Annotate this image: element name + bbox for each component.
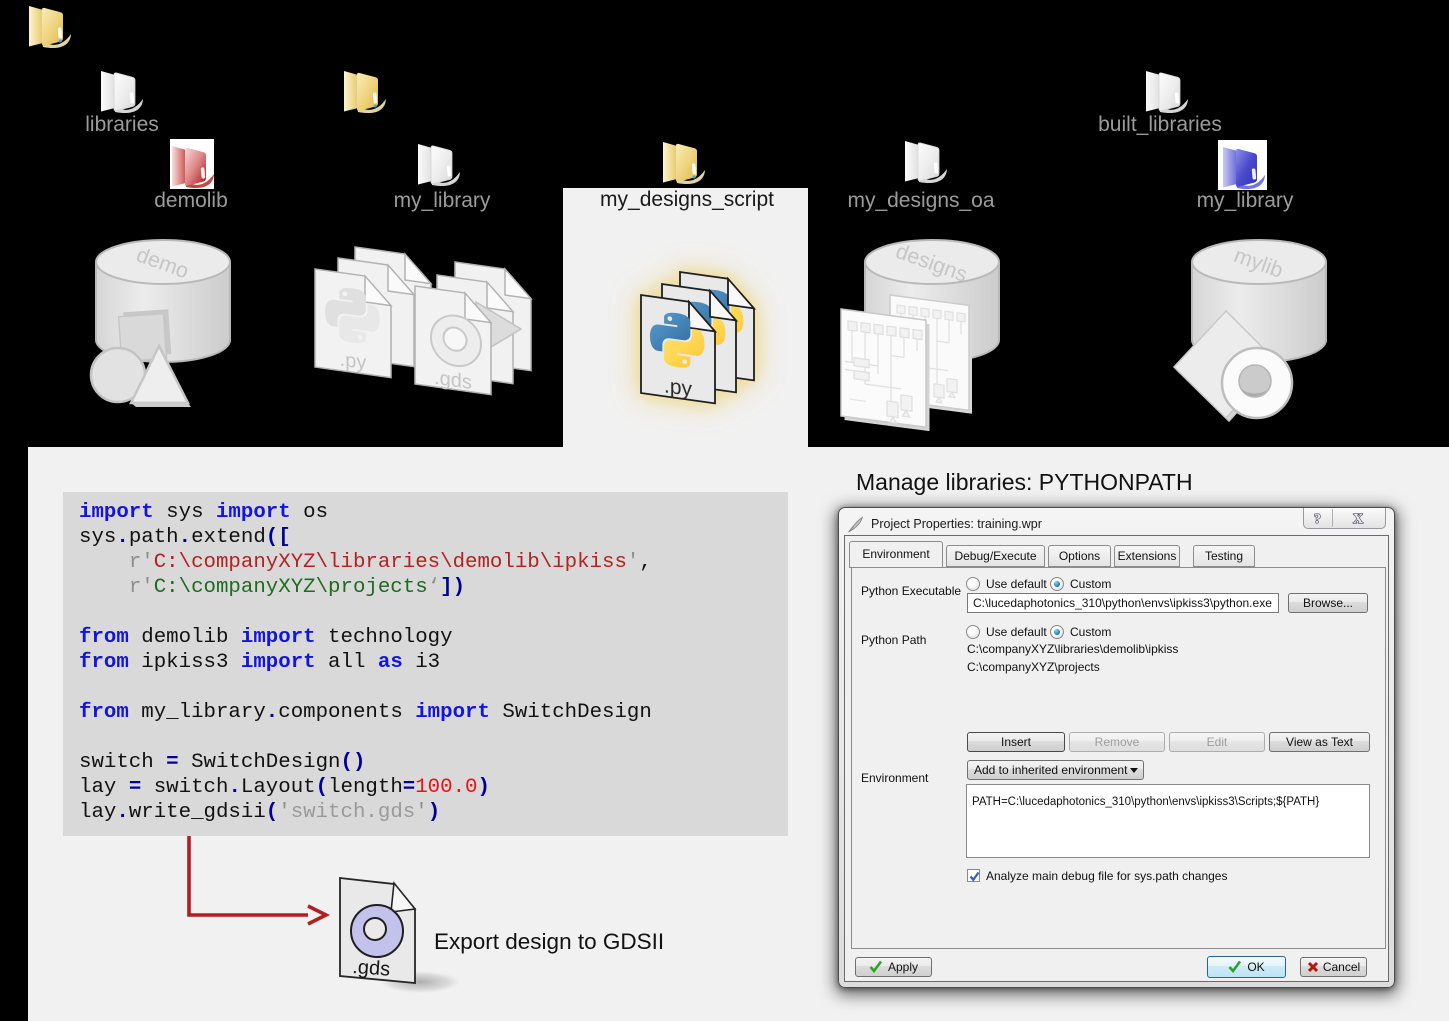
svg-text:.gds: .gds [434,367,472,394]
svg-text:.gds: .gds [352,956,391,981]
svg-text:?: ? [1314,512,1321,527]
svg-text:X: X [1353,512,1363,527]
svg-text:.py: .py [340,349,367,375]
svg-text:.py: .py [664,374,692,401]
